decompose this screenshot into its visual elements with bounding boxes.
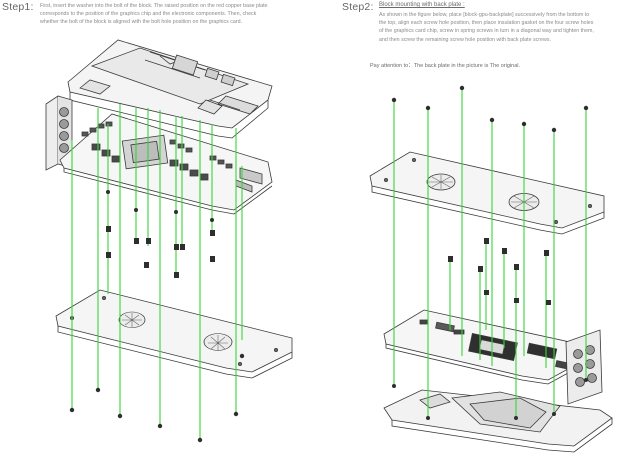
guide-lines-left (71, 104, 243, 440)
step2-label: Step2: (342, 1, 374, 13)
step1-line-3: whether the bolt of the block is aligned… (40, 19, 242, 26)
step2-line-4: and then screw the remaining screw hole … (379, 36, 551, 43)
backplate-left (55, 289, 293, 379)
attention-note: Pay attention to：The back plate in the p… (370, 63, 521, 69)
step1-line-1: First, insert the washer into the bolt o… (40, 3, 268, 9)
guide-lines-right (393, 88, 587, 418)
screws-left (69, 190, 245, 443)
step2-text: As shown in the figure below, place [blo… (379, 11, 640, 44)
screws-right (391, 85, 589, 420)
step1-text: First, insert the washer into the bolt o… (40, 2, 310, 27)
step2-assembly (369, 85, 613, 453)
step2-line-3: of the graphics card chip, screw in spri… (379, 28, 594, 35)
step2-line-2: the top, align each screw hole position,… (379, 20, 594, 27)
step2-line-1: As shown in the figure below, place [blo… (379, 12, 590, 18)
io-bracket (45, 95, 73, 171)
step1-assembly (45, 39, 293, 443)
step1-line-2: corresponds to the position of the graph… (40, 11, 257, 18)
water-block-base (383, 389, 613, 453)
io-bracket-right (565, 329, 603, 405)
graphics-card-pcb (59, 113, 273, 215)
backplate-right (369, 151, 605, 235)
step2-heading: Block mounting with back plate : (379, 2, 465, 8)
step1-label: Step1: (2, 1, 34, 13)
water-block-cover (67, 39, 273, 139)
